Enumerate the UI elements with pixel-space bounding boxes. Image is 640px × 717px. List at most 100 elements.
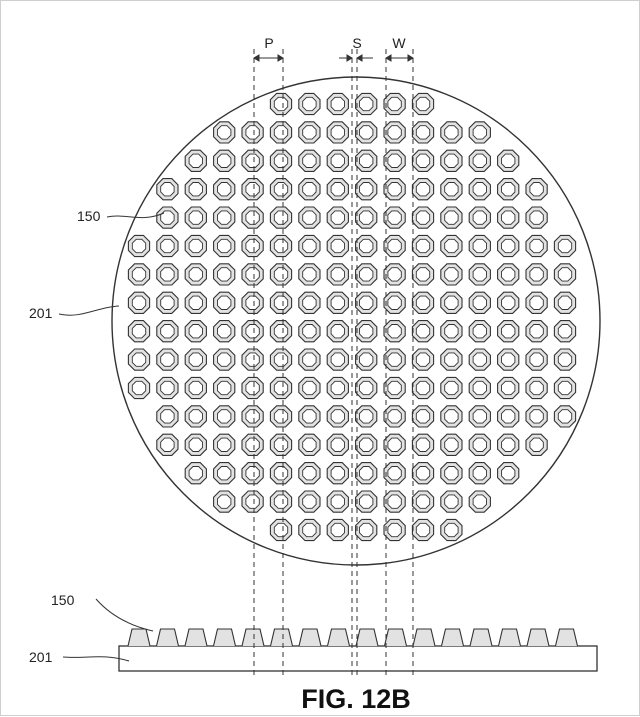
element-octagon-inner (529, 409, 544, 424)
element-octagon-inner (415, 352, 431, 367)
spacing-label: S (352, 35, 361, 51)
element-octagon-inner (273, 125, 289, 140)
element-octagon-inner (501, 380, 516, 396)
element-octagon-inner (302, 409, 317, 424)
element-octagon-inner (245, 380, 260, 396)
element-side-profile (241, 628, 265, 647)
element-octagon-inner (160, 267, 175, 282)
element-octagon-inner (188, 380, 203, 396)
element-octagon-inner (444, 295, 459, 310)
element-octagon-inner (273, 380, 289, 396)
element-octagon-inner (557, 324, 573, 339)
element-octagon-inner (131, 238, 147, 254)
element-octagon-inner (501, 437, 516, 452)
arrowhead (346, 54, 353, 62)
element-octagon-inner (444, 522, 459, 538)
element-octagon-inner (501, 409, 516, 424)
element-octagon-inner (359, 437, 374, 452)
element-octagon-inner (415, 522, 431, 538)
arrowhead (356, 54, 363, 62)
element-octagon-inner (359, 380, 374, 396)
element-octagon-inner (188, 153, 203, 168)
element-side-profile (326, 628, 351, 647)
element-octagon-inner (359, 466, 374, 481)
element-octagon-inner (359, 125, 374, 140)
element-octagon-inner (302, 324, 317, 339)
element-octagon-inner (330, 466, 345, 481)
element-octagon-inner (131, 380, 147, 396)
element-octagon-inner (302, 153, 317, 168)
element-octagon-inner (245, 182, 260, 197)
element-octagon-inner (472, 295, 487, 310)
element-octagon-inner (330, 494, 345, 509)
element-octagon-inner (302, 267, 317, 282)
element-ref-label-side: 150 (51, 592, 75, 608)
element-octagon-inner (188, 295, 203, 310)
element-octagon-inner (444, 210, 459, 225)
element-octagon-inner (387, 267, 402, 282)
element-side-profile (212, 628, 237, 647)
element-octagon-inner (444, 380, 459, 396)
pitch-label: P (264, 35, 273, 51)
element-octagon-inner (273, 522, 289, 538)
element-octagon-inner (188, 182, 203, 197)
element-octagon-inner (529, 267, 544, 282)
element-side-profile (469, 628, 493, 647)
element-octagon-inner (217, 380, 232, 396)
element-octagon-inner (557, 267, 573, 282)
element-octagon-inner (245, 238, 260, 254)
element-octagon-inner (359, 295, 374, 310)
substrate-ref-label-side: 201 (29, 649, 53, 665)
element-octagon-inner (188, 409, 203, 424)
arrowhead (253, 54, 260, 62)
element-octagon-inner (160, 324, 175, 339)
element-octagon-inner (273, 352, 289, 367)
element-octagon-inner (387, 238, 402, 254)
element-octagon-inner (501, 210, 516, 225)
element-side-profile (412, 628, 436, 647)
element-octagon-inner (302, 295, 317, 310)
element-octagon-inner (387, 494, 402, 509)
element-octagon-inner (330, 153, 345, 168)
element-octagon-inner (387, 125, 402, 140)
element-octagon-inner (444, 182, 459, 197)
element-octagon-inner (472, 352, 487, 367)
element-octagon-inner (160, 380, 175, 396)
element-octagon-inner (415, 494, 431, 509)
element-octagon-inner (501, 352, 516, 367)
element-octagon-inner (501, 238, 516, 254)
element-octagon-inner (131, 352, 147, 367)
element-octagon-inner (160, 409, 175, 424)
element-octagon-inner (273, 295, 289, 310)
element-octagon-inner (415, 210, 431, 225)
element-octagon-inner (302, 437, 317, 452)
element-octagon-inner (359, 352, 374, 367)
arrowhead (385, 54, 392, 62)
element-side-profile (184, 628, 208, 647)
element-octagon-inner (444, 437, 459, 452)
element-side-profile (497, 628, 522, 647)
element-octagon-inner (217, 437, 232, 452)
element-octagon-inner (415, 96, 431, 112)
element-octagon-inner (387, 437, 402, 452)
element-octagon-inner (415, 267, 431, 282)
element-octagon-inner (472, 267, 487, 282)
element-octagon-inner (472, 380, 487, 396)
element-octagon-inner (444, 494, 459, 509)
element-octagon-inner (217, 238, 232, 254)
element-octagon-inner (302, 380, 317, 396)
element-octagon-inner (188, 352, 203, 367)
element-octagon-inner (188, 210, 203, 225)
element-octagon-inner (330, 267, 345, 282)
element-octagon-inner (160, 295, 175, 310)
element-octagon-inner (217, 182, 232, 197)
element-octagon-inner (472, 324, 487, 339)
element-octagon-inner (444, 267, 459, 282)
element-octagon-inner (359, 96, 374, 112)
element-octagon-inner (330, 522, 345, 538)
element-octagon-inner (330, 437, 345, 452)
element-side-profile (298, 628, 322, 647)
element-octagon-inner (529, 437, 544, 452)
element-octagon-inner (245, 409, 260, 424)
